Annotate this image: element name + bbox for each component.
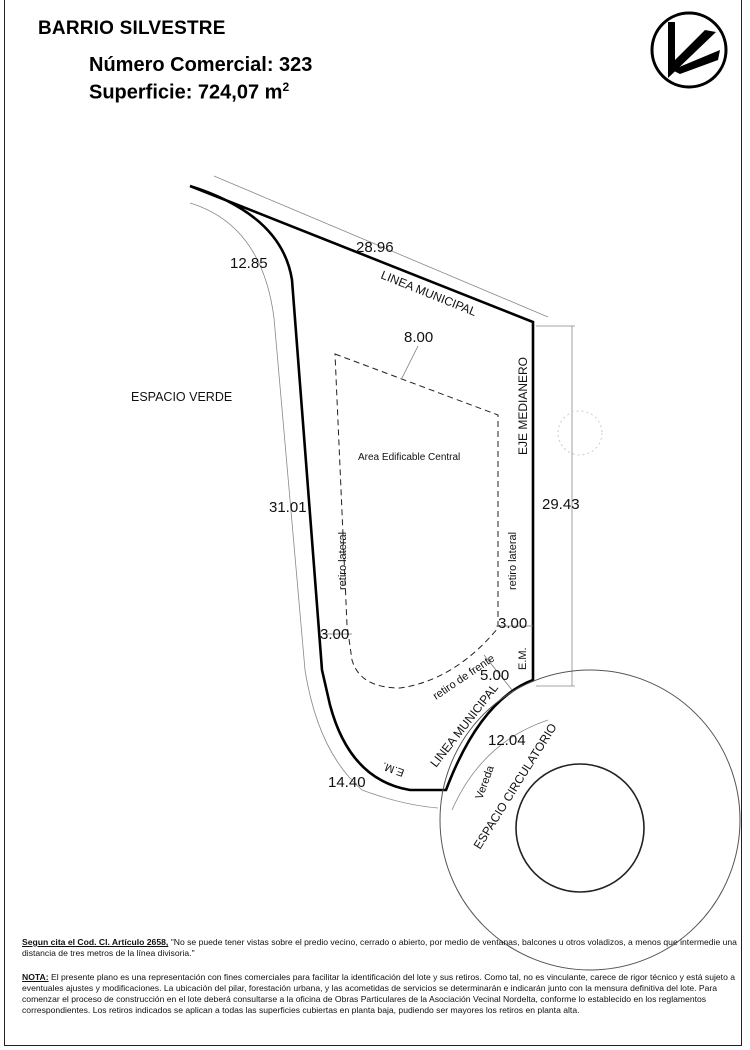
setback-markers — [322, 345, 533, 691]
superficie-sup: 2 — [282, 80, 290, 94]
area-edificable-label: Area Edificable Central — [358, 452, 460, 463]
page-frame — [4, 0, 742, 1046]
em-right-label: E.M. — [517, 647, 529, 670]
eje-medianero-label: EJE MEDIANERO — [516, 357, 530, 455]
cita-note: Segun cita el Cod. Cl. Artículo 2658, "N… — [22, 937, 738, 959]
dim-setback-front-label: 8.00 — [404, 329, 433, 346]
buildable-area — [334, 353, 499, 689]
dim-retiro-frente-label: 5.00 — [480, 667, 509, 684]
lot-boundary — [189, 184, 535, 792]
dim-left-side-label: 31.01 — [269, 499, 307, 516]
dim-vereda-label: 12.04 — [488, 732, 526, 749]
dimension-lines — [189, 175, 575, 811]
dim-left-curve-label: 12.85 — [230, 255, 268, 272]
retiro-lateral-right-label: retiro lateral — [507, 532, 519, 590]
barrio-title: BARRIO SILVESTRE — [38, 18, 226, 39]
cita-label: Segun cita el Cod. Cl. Artículo 2658, — [22, 937, 169, 947]
cita-text: "No se puede tener vistas sobre el predi… — [22, 937, 737, 958]
superficie: Superficie: 724,07 m2 — [89, 80, 289, 105]
numero-comercial: Número Comercial: 323 — [89, 54, 313, 76]
dim-retiro-left-label: 3.00 — [320, 626, 349, 643]
dim-top-label: 28.96 — [356, 239, 394, 256]
tree-marker — [557, 410, 603, 456]
espacio-verde-label: ESPACIO VERDE — [131, 390, 232, 404]
logo-icon — [650, 11, 728, 89]
dim-bottom-curve-label: 14.40 — [328, 774, 366, 791]
nota-text: El presente plano es una representación … — [22, 972, 736, 1015]
espacio-circulatorio-shape — [439, 669, 741, 971]
nota-label: NOTA: — [22, 972, 49, 982]
dim-retiro-right-label: 3.00 — [498, 615, 527, 632]
nota-block: NOTA: El presente plano es una represent… — [22, 972, 738, 1016]
em-bottom-label: E.M. — [381, 759, 406, 778]
superficie-text: Superficie: 724,07 m — [89, 81, 283, 104]
dim-right-side-label: 29.43 — [542, 496, 580, 513]
retiro-lateral-left-label: retiro lateral — [337, 532, 349, 590]
